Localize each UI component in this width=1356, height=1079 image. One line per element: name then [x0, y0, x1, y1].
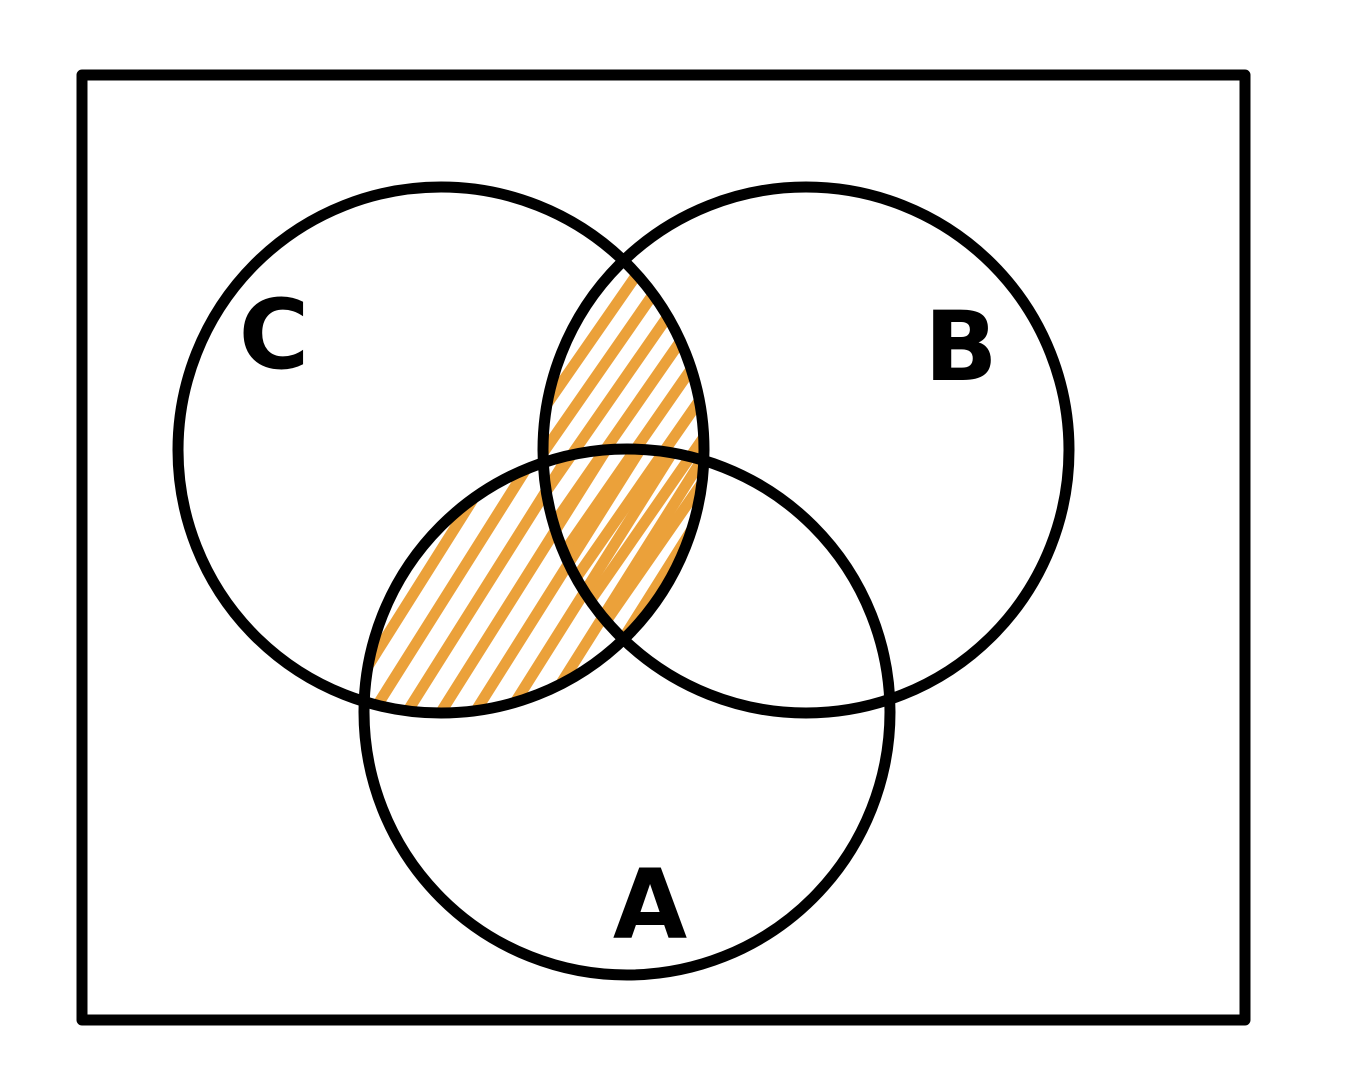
set-c-label: C — [239, 279, 309, 391]
set-b-label: B — [924, 291, 997, 403]
shading-a-intersect-c — [364, 449, 704, 713]
hatch-stroke-ac — [364, 449, 544, 713]
hatch-stroke-bc — [543, 264, 646, 636]
set-a-label: A — [613, 849, 687, 961]
hatch-stroke-bc — [564, 264, 704, 636]
hatch-stroke-ac — [498, 449, 680, 713]
set-a-circle — [358, 443, 896, 981]
hatch-stroke-ac — [364, 449, 476, 713]
universal-set-rectangle — [76, 69, 1251, 1026]
set-b-circle — [537, 181, 1075, 719]
hatch-stroke-bc — [684, 264, 704, 636]
set-c-circle — [172, 181, 710, 719]
hatch-stroke-ac — [464, 449, 646, 713]
hatch-stroke-bc — [594, 264, 704, 636]
hatch-stroke-ac — [430, 449, 612, 713]
